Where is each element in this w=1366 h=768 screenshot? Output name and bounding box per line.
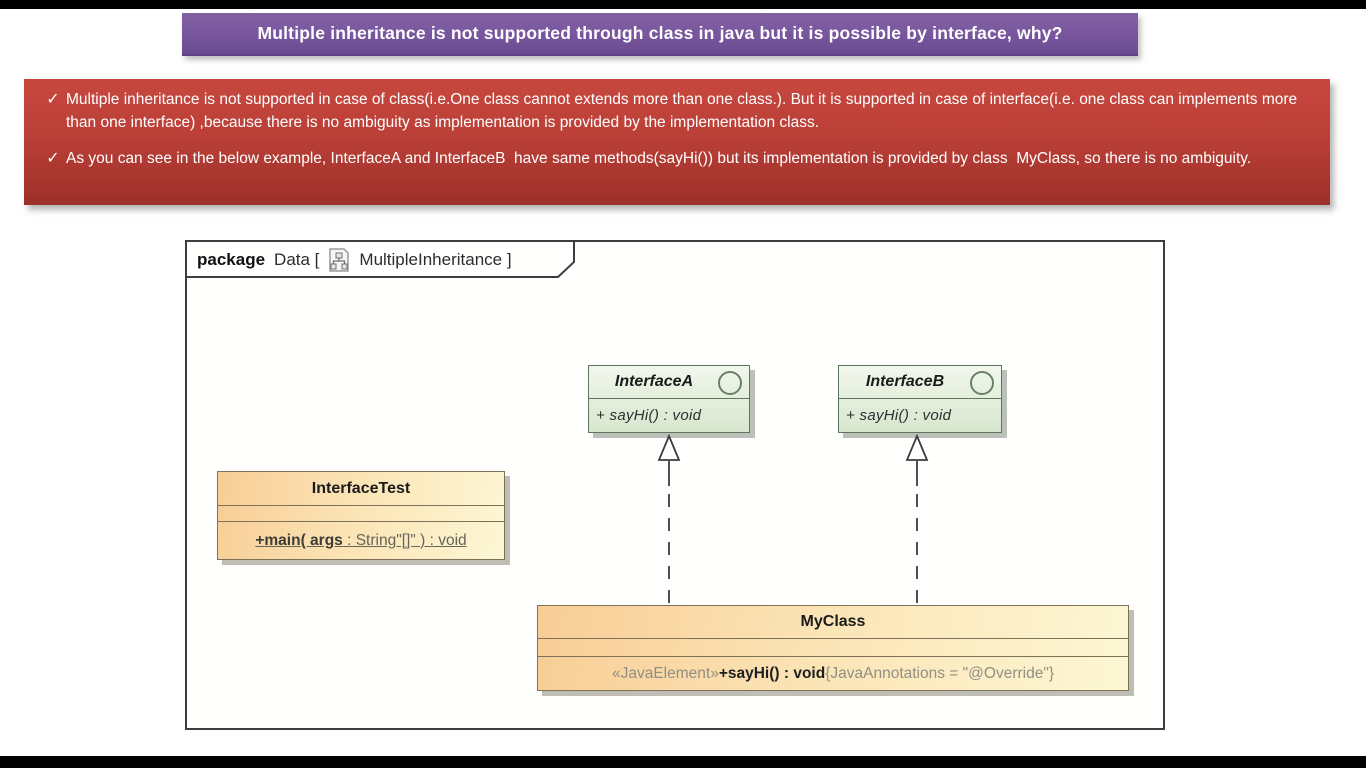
attributes-compartment xyxy=(218,506,504,522)
operation-text: +main( args : String"[]" ) : void xyxy=(255,532,466,550)
realization-arrow-a xyxy=(657,433,681,605)
interface-b-box: InterfaceB + sayHi() : void xyxy=(838,365,1002,433)
operation-text: «JavaElement»+sayHi() : void{JavaAnnotat… xyxy=(612,665,1054,683)
diagram-icon xyxy=(329,248,350,272)
interface-test-header: InterfaceTest xyxy=(218,472,504,506)
uml-package-frame: package Data [ MultipleInheritance ] Int… xyxy=(185,240,1165,730)
package-tab: package Data [ MultipleInheritance ] xyxy=(197,242,512,278)
interface-b-header: InterfaceB xyxy=(839,366,1001,399)
title-banner: Multiple inheritance is not supported th… xyxy=(182,13,1138,56)
letterbox-bottom xyxy=(0,756,1366,768)
bullet-item: ✓ As you can see in the below example, I… xyxy=(40,147,1316,170)
notes-panel: ✓ Multiple inheritance is not supported … xyxy=(24,79,1330,205)
interface-b-operations: + sayHi() : void xyxy=(839,399,1001,432)
interface-a-box: InterfaceA + sayHi() : void xyxy=(588,365,750,433)
package-context: Data [ xyxy=(274,250,320,269)
stereotype-text: «JavaElement» xyxy=(611,664,719,682)
interface-name: InterfaceA xyxy=(614,373,694,390)
operation-text: + sayHi() : void xyxy=(596,407,702,424)
operation-name: +main( args xyxy=(255,531,343,549)
bullet-item: ✓ Multiple inheritance is not supported … xyxy=(40,88,1316,134)
my-class-header: MyClass xyxy=(538,606,1128,639)
package-tab-shape xyxy=(185,240,575,278)
diagram-name: MultipleInheritance ] xyxy=(359,250,512,269)
operation-signature: +sayHi() : void xyxy=(718,664,826,682)
interface-test-operations: +main( args : String"[]" ) : void xyxy=(218,522,504,559)
my-class-box: MyClass «JavaElement»+sayHi() : void{Jav… xyxy=(537,605,1129,691)
interface-test-box: InterfaceTest +main( args : String"[]" )… xyxy=(217,471,505,560)
realization-arrow-b xyxy=(905,433,929,605)
my-class-operations: «JavaElement»+sayHi() : void{JavaAnnotat… xyxy=(538,657,1128,690)
attributes-compartment xyxy=(538,639,1128,657)
checkmark-icon: ✓ xyxy=(46,150,60,167)
package-keyword: package xyxy=(197,250,266,269)
operation-signature: : String"[]" ) : void xyxy=(342,531,467,549)
class-name: InterfaceTest xyxy=(311,479,411,497)
interface-a-operations: + sayHi() : void xyxy=(589,399,749,432)
interface-a-header: InterfaceA xyxy=(589,366,749,399)
interface-name: InterfaceB xyxy=(865,373,945,390)
checkmark-icon: ✓ xyxy=(46,91,60,108)
annotation-text: {JavaAnnotations = "@Override"} xyxy=(825,664,1055,682)
bullet-text: As you can see in the below example, Int… xyxy=(66,150,1252,167)
interface-ball-icon xyxy=(970,371,994,395)
class-name: MyClass xyxy=(800,613,866,630)
title-text: Multiple inheritance is not supported th… xyxy=(257,23,1063,43)
interface-ball-icon xyxy=(718,371,742,395)
bullet-text: Multiple inheritance is not supported in… xyxy=(66,91,1302,131)
letterbox-top xyxy=(0,0,1366,9)
operation-text: + sayHi() : void xyxy=(846,407,952,424)
